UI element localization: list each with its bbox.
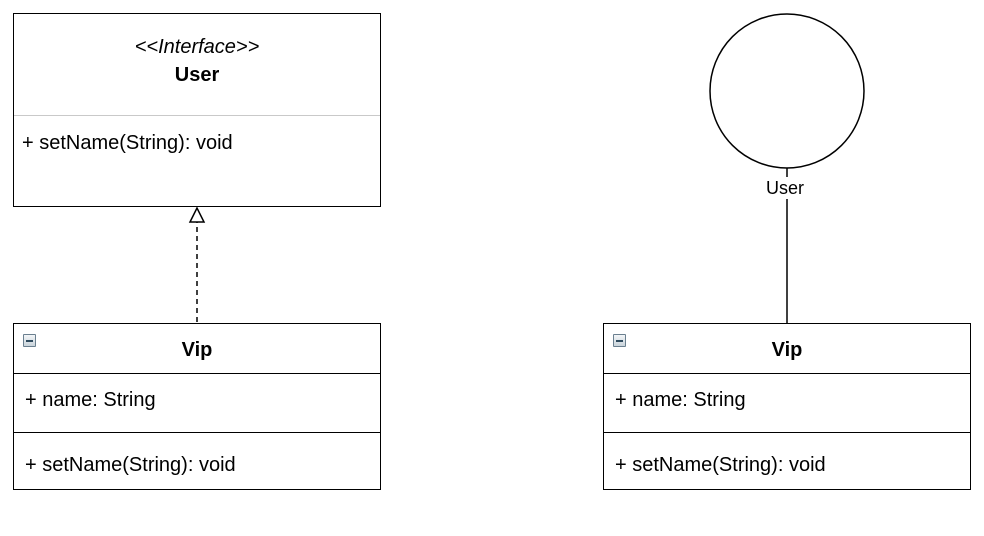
- lollipop-label: User: [740, 177, 830, 199]
- class-attribute: + name: String: [25, 389, 156, 411]
- class-vip-left[interactable]: Vip + name: String + setName(String): vo…: [13, 323, 381, 490]
- class-name: Vip: [771, 339, 803, 361]
- collapse-icon[interactable]: [23, 334, 36, 347]
- collapse-icon[interactable]: [613, 334, 626, 347]
- class-operation: + setName(String): void: [615, 454, 826, 476]
- interface-name: User: [174, 64, 220, 86]
- class-vip-right[interactable]: Vip + name: String + setName(String): vo…: [603, 323, 971, 490]
- class-header: Vip: [14, 324, 380, 374]
- class-header: Vip: [604, 324, 970, 374]
- class-name: Vip: [181, 339, 213, 361]
- class-operation: + setName(String): void: [25, 454, 236, 476]
- class-attributes: + name: String: [14, 374, 380, 433]
- lollipop-circle: [709, 13, 865, 169]
- interface-operation: + setName(String): void: [22, 132, 233, 154]
- interface-separator: [14, 115, 380, 116]
- interface-user-box[interactable]: <<Interface>> User + setName(String): vo…: [13, 13, 381, 207]
- interface-stereotype: <<Interface>>: [134, 36, 260, 58]
- realization-arrowhead: [188, 206, 206, 223]
- class-operations: + setName(String): void: [14, 433, 380, 489]
- class-operations: + setName(String): void: [604, 433, 970, 489]
- class-attributes: + name: String: [604, 374, 970, 433]
- class-attribute: + name: String: [615, 389, 746, 411]
